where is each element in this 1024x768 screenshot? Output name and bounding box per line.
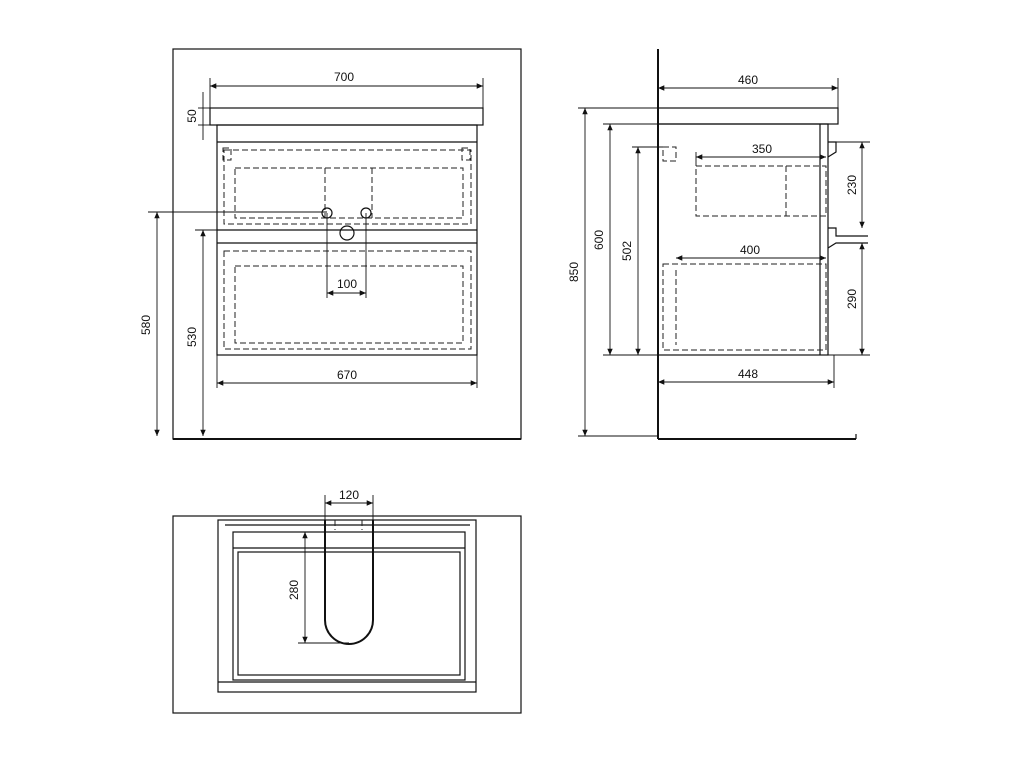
front-countertop [209,107,484,126]
side-upper-drawer-hidden [695,165,827,217]
top-view-frame [172,515,522,714]
side-cabinet-body [657,123,829,356]
drain-hole [339,225,355,241]
top-view: 120 280 [172,488,522,714]
siphon-cutout [324,520,374,645]
lower-drawer-hidden [223,250,472,350]
dim-height-850: 850 [567,262,581,282]
dim-cabinet-width: 670 [337,368,357,382]
front-view: 700 50 100 670 580 530 [139,48,522,440]
dim-drawer-upper: 230 [845,175,859,195]
side-view: 460 350 400 448 850 600 502 230 290 [567,49,870,440]
dim-cutout-width: 120 [339,488,359,502]
dim-height-580: 580 [139,315,153,335]
dim-drawer-lower: 290 [845,289,859,309]
dim-inner-lower: 400 [740,243,760,257]
top-cabinet-outline [217,519,477,693]
dim-tap-spacing: 100 [337,277,357,291]
dim-height-502: 502 [620,241,634,261]
dim-top-thickness: 50 [185,109,199,123]
side-lower-drawer-hidden [662,263,827,351]
upper-drawer-hidden [223,149,472,225]
dim-side-depth-top: 460 [738,73,758,87]
dim-height-600: 600 [592,230,606,250]
side-countertop [657,107,839,125]
top-drawer-outline [232,531,466,681]
front-cabinet-body [216,124,478,356]
dim-height-530: 530 [185,327,199,347]
dim-inner-upper: 350 [752,142,772,156]
dim-side-depth-cabinet: 448 [738,367,758,381]
dim-front-width-top: 700 [334,70,354,84]
dim-cutout-depth: 280 [287,580,301,600]
